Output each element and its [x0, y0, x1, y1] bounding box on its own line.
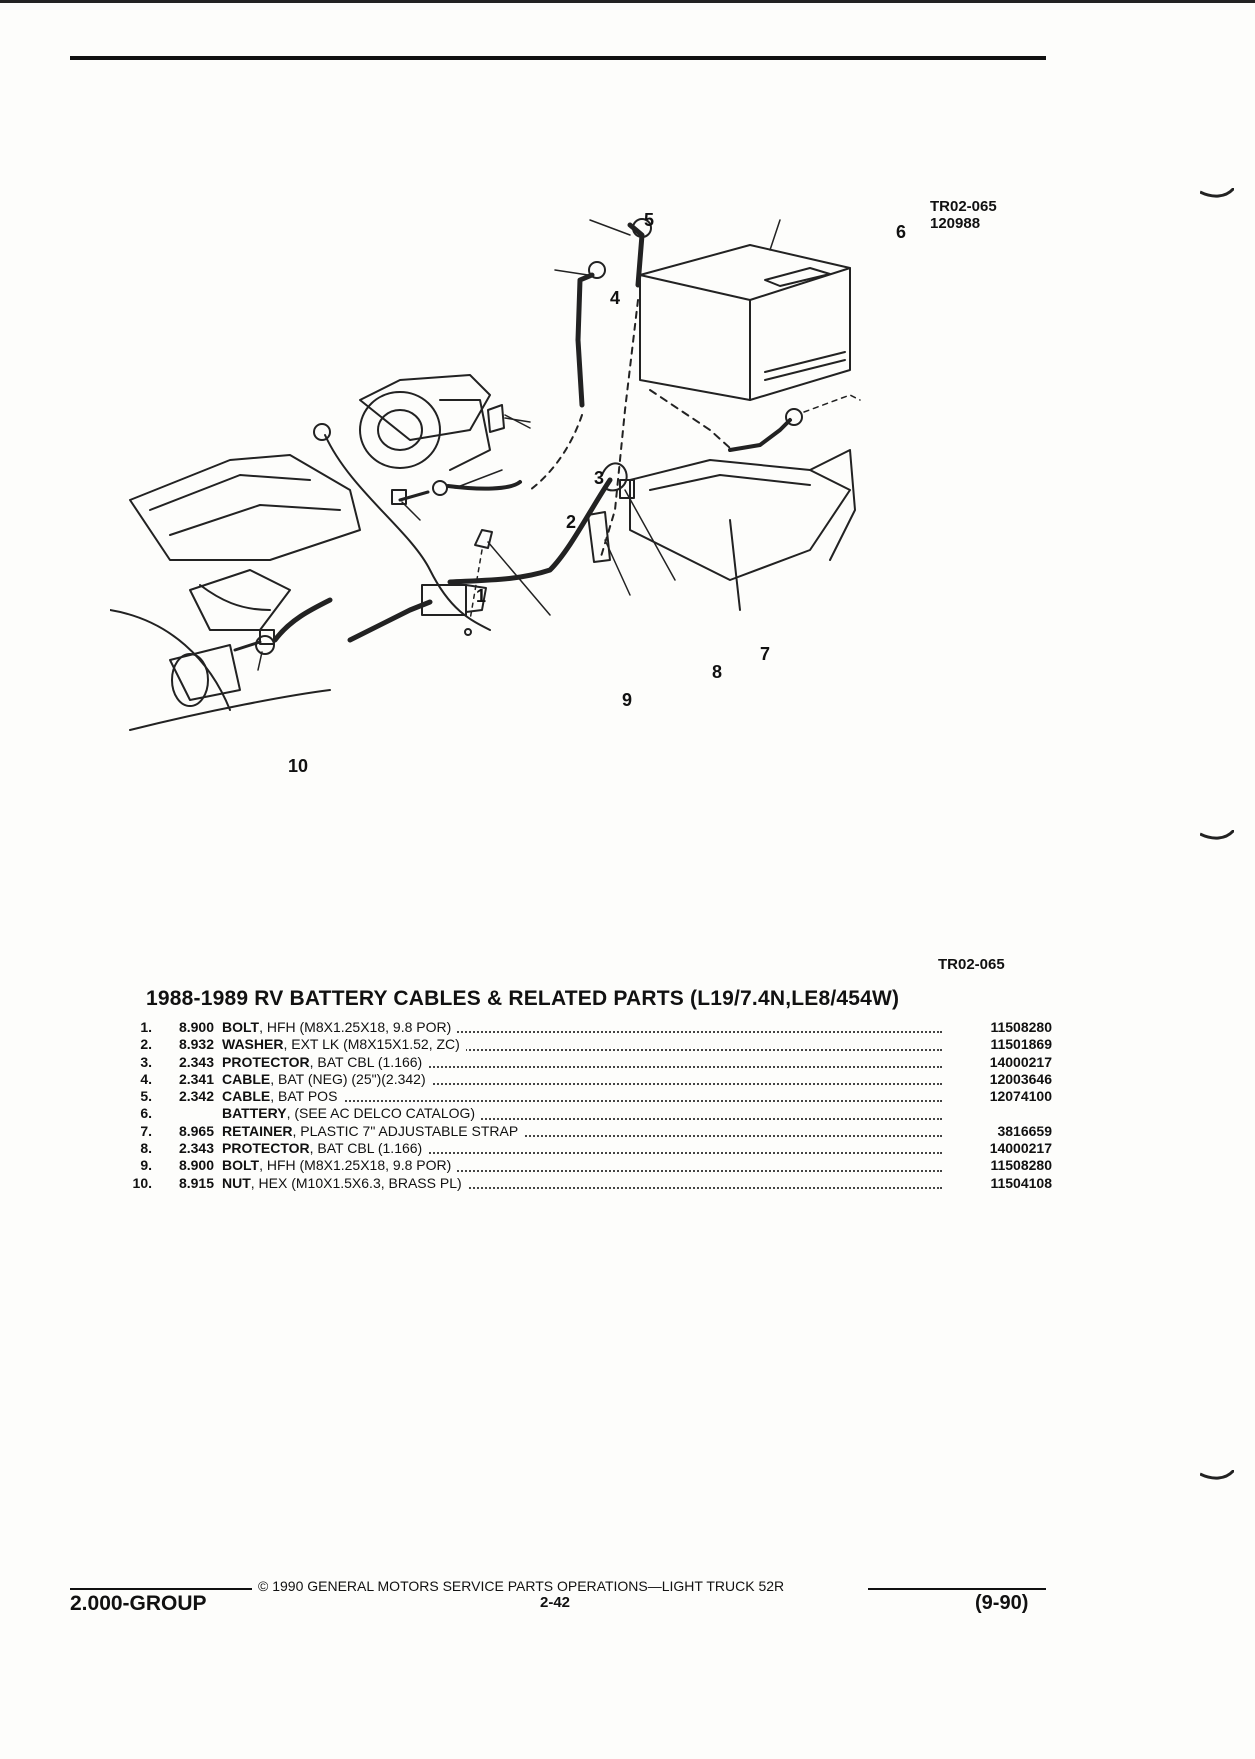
callout-6: 6: [896, 222, 907, 242]
callout-3: 3: [594, 468, 605, 488]
revision-date: (9-90): [975, 1592, 1029, 1614]
part-category-code: 8.932: [178, 1036, 214, 1053]
callout-2: 2: [566, 512, 577, 532]
part-row: 8. 2.343 PROTECTOR, BAT CBL (1.166) 1400021…: [122, 1140, 1052, 1157]
part-row: 4. 2.341 CABLE, BAT (NEG) (25")(2.342) 1200…: [122, 1070, 1052, 1088]
part-name: BOLT: [222, 1157, 260, 1174]
part-detail: , HFH (M8X1.25X18, 9.8 POR): [259, 1019, 452, 1035]
figure-reference: TR02-065: [938, 956, 1005, 973]
part-number: 11508280: [990, 1019, 1052, 1035]
part-category-code: 2.342: [178, 1088, 214, 1105]
part-row: 3. 2.343 PROTECTOR, BAT CBL (1.166) 1400021…: [122, 1053, 1052, 1071]
part-category-code: 2.343: [178, 1140, 214, 1157]
callout-1: 1: [476, 586, 487, 606]
part-number: 14000217: [989, 1053, 1052, 1070]
part-description: CABLE, BAT (NEG) (25")(2.342): [222, 1070, 942, 1088]
part-index: 10.: [132, 1174, 152, 1191]
part-detail: , (SEE AC DELCO CATALOG): [286, 1105, 476, 1122]
part-index: 9.: [140, 1157, 152, 1174]
part-detail: , BAT POS: [270, 1088, 338, 1105]
part-detail: , HFH (M8X1.25X18, 9.8 POR): [259, 1157, 452, 1174]
callout-5: 5: [644, 210, 655, 230]
part-name: PROTECTOR: [222, 1053, 310, 1070]
binder-hole-mark-bottom: [1200, 1470, 1234, 1480]
part-detail: , EXT LK (M8X15X1.52, ZC): [283, 1036, 460, 1053]
part-detail: , BAT CBL (1.166): [309, 1053, 423, 1070]
part-index: 4.: [140, 1070, 152, 1087]
part-category-code: 8.900: [178, 1157, 214, 1174]
part-number: 11508280: [990, 1157, 1052, 1174]
part-name: NUT: [222, 1174, 251, 1191]
part-row: 7. 8.965 RETAINER, PLASTIC 7" ADJUSTABLE S…: [122, 1122, 1052, 1140]
part-name: PROTECTOR: [222, 1140, 310, 1157]
part-name: BOLT: [222, 1019, 260, 1035]
part-name: CABLE: [222, 1088, 271, 1105]
part-row: 5. 2.342 CABLE, BAT POS 12074100: [122, 1088, 1052, 1105]
figure-code-block: TR02-065 120988: [930, 198, 997, 232]
part-description: BOLT, HFH (M8X1.25X18, 9.8 POR): [222, 1019, 942, 1036]
part-row: 6. BATTERY, (SEE AC DELCO CATALOG): [122, 1105, 1052, 1122]
part-row: 9. 8.900 BOLT, HFH (M8X1.25X18, 9.8 POR) 11…: [122, 1157, 1052, 1174]
part-detail: , HEX (M10X1.5X6.3, BRASS PL): [250, 1174, 462, 1191]
part-index: 3.: [140, 1053, 152, 1070]
page-number: 2-42: [540, 1594, 571, 1611]
part-category-code: 8.915: [178, 1174, 214, 1191]
part-detail: , PLASTIC 7" ADJUSTABLE STRAP: [292, 1122, 519, 1139]
part-category-code: 8.900: [178, 1019, 214, 1035]
part-number: 11501869: [990, 1036, 1052, 1053]
footer-rule-left: [70, 1588, 252, 1590]
header-rule: [70, 56, 1046, 60]
callout-4: 4: [610, 288, 621, 308]
part-category-code: 8.965: [178, 1122, 214, 1139]
part-index: 1.: [140, 1019, 152, 1035]
part-detail: , BAT (NEG) (25")(2.342): [270, 1070, 426, 1087]
part-index: 7.: [140, 1122, 152, 1139]
callout-9: 9: [622, 690, 633, 710]
part-name: WASHER: [222, 1036, 284, 1053]
binder-hole-mark-middle: [1200, 830, 1234, 840]
part-number: 12003646: [989, 1070, 1052, 1087]
part-description: RETAINER, PLASTIC 7" ADJUSTABLE STRAP: [222, 1122, 942, 1140]
battery-cable-diagram: 5 6 4 3 2 1 7 8 9 10: [109, 144, 1050, 850]
callout-10: 10: [288, 756, 309, 776]
footer-copyright: © 1990 GENERAL MOTORS SERVICE PARTS OPER…: [258, 1578, 785, 1594]
part-index: 5.: [140, 1088, 152, 1105]
exploded-view-drawing: [109, 144, 861, 731]
part-description: WASHER, EXT LK (M8X15X1.52, ZC): [222, 1036, 942, 1053]
binder-hole-mark-top: [1200, 188, 1234, 198]
part-index: 8.: [140, 1140, 152, 1157]
part-description: PROTECTOR, BAT CBL (1.166): [222, 1140, 942, 1157]
figure-code: TR02-065: [930, 198, 997, 215]
part-index: 2.: [140, 1036, 152, 1053]
part-number: 3816659: [997, 1122, 1052, 1139]
part-description: BATTERY, (SEE AC DELCO CATALOG): [222, 1105, 942, 1122]
part-name: RETAINER: [222, 1122, 293, 1139]
footer-group: 2.000-GROUP: [70, 1592, 207, 1615]
part-category-code: 2.343: [178, 1053, 214, 1070]
part-row: 2. 8.932 WASHER, EXT LK (M8X15X1.52, ZC) 11…: [122, 1036, 1052, 1053]
parts-list-title: 1988-1989 RV BATTERY CABLES & RELATED PA…: [146, 987, 900, 1010]
part-row: 10. 8.915 NUT, HEX (M10X1.5X6.3, BRASS PL)…: [122, 1174, 1052, 1192]
callout-7: 7: [760, 644, 771, 664]
part-category-code: 2.341: [178, 1070, 214, 1087]
part-index: 6.: [140, 1105, 152, 1122]
part-description: BOLT, HFH (M8X1.25X18, 9.8 POR): [222, 1157, 942, 1174]
part-number: 14000217: [989, 1140, 1052, 1157]
part-row: 1. 8.900 BOLT, HFH (M8X1.25X18, 9.8 POR) 11…: [122, 1019, 1052, 1036]
footer-rule-right: [868, 1588, 1046, 1590]
part-description: NUT, HEX (M10X1.5X6.3, BRASS PL): [222, 1174, 942, 1192]
part-description: CABLE, BAT POS: [222, 1088, 942, 1105]
part-number: 12074100: [989, 1088, 1052, 1105]
page-top-edge: [0, 0, 1255, 3]
part-detail: , BAT CBL (1.166): [309, 1140, 423, 1157]
part-name: CABLE: [222, 1070, 271, 1087]
callout-8: 8: [712, 662, 723, 682]
part-name: BATTERY: [222, 1105, 287, 1122]
part-number: 11504108: [990, 1174, 1052, 1191]
part-description: PROTECTOR, BAT CBL (1.166): [222, 1053, 942, 1071]
figure-date-code: 120988: [930, 215, 981, 232]
